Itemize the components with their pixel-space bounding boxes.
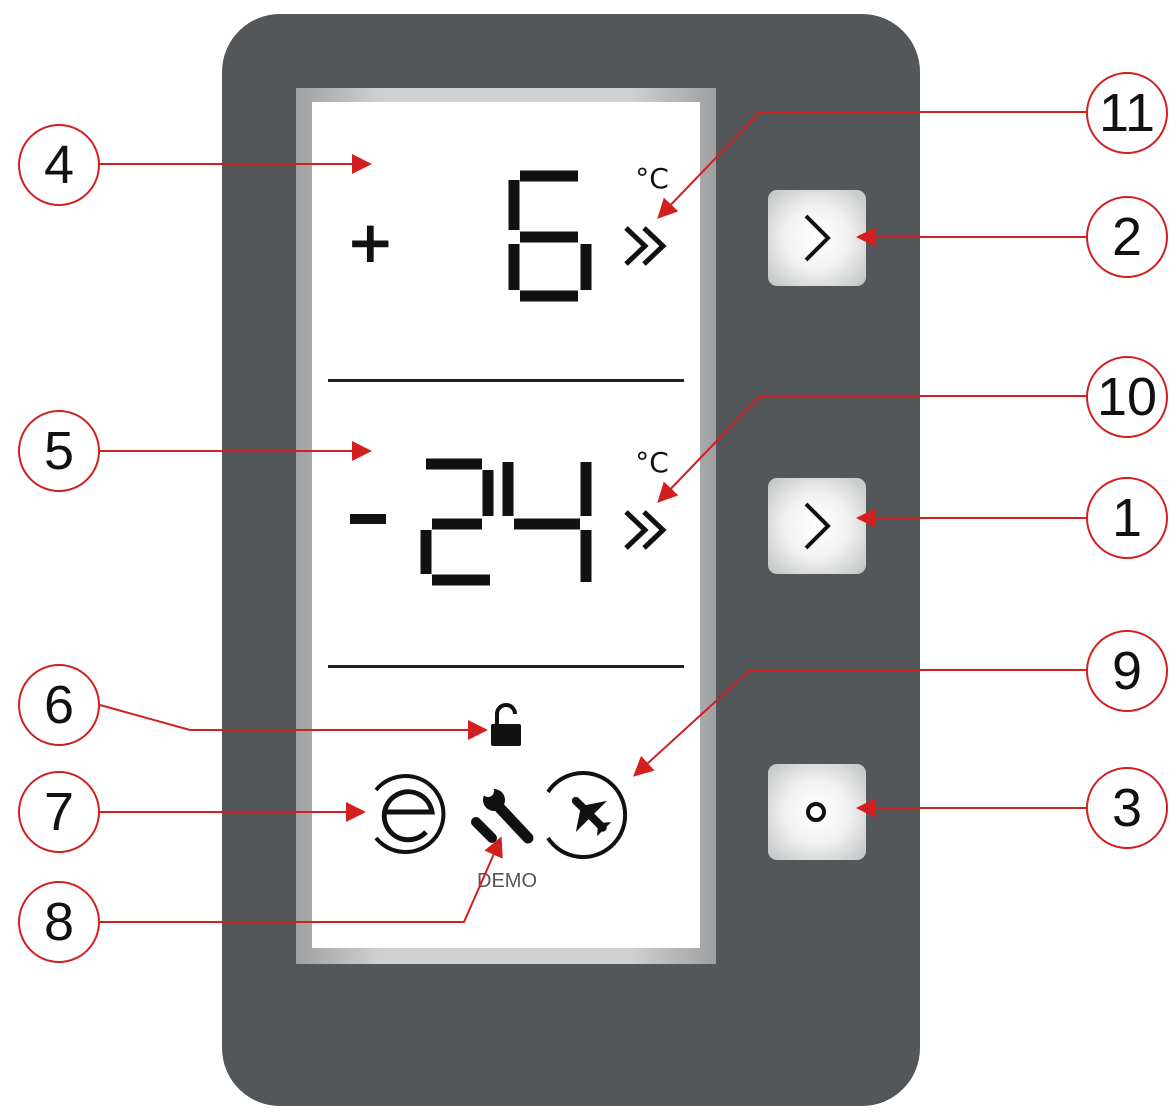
chevron-right-icon [804, 214, 831, 262]
chevron-right-icon [804, 502, 831, 550]
top-zone-unit: °C [635, 162, 669, 195]
callout-6: 6 [18, 664, 100, 746]
divider-top [328, 379, 684, 382]
callout-10: 10 [1086, 356, 1168, 438]
callout-11: 11 [1086, 72, 1168, 154]
top-zone-sign: + [346, 208, 395, 276]
demo-label: DEMO [477, 870, 537, 892]
callout-1: 1 [1086, 477, 1168, 559]
top-zone-button[interactable] [768, 190, 866, 286]
power-button[interactable] [768, 764, 866, 860]
callout-3: 3 [1086, 767, 1168, 849]
callout-5: 5 [18, 410, 100, 492]
circle-icon [806, 802, 826, 822]
bottom-zone-unit: °C [635, 446, 669, 479]
callout-9: 9 [1086, 630, 1168, 712]
callout-7: 7 [18, 771, 100, 853]
callout-8: 8 [18, 881, 100, 963]
divider-bottom [328, 665, 684, 668]
callout-4: 4 [18, 124, 100, 206]
bottom-zone-button[interactable] [768, 478, 866, 574]
callout-2: 2 [1086, 196, 1168, 278]
